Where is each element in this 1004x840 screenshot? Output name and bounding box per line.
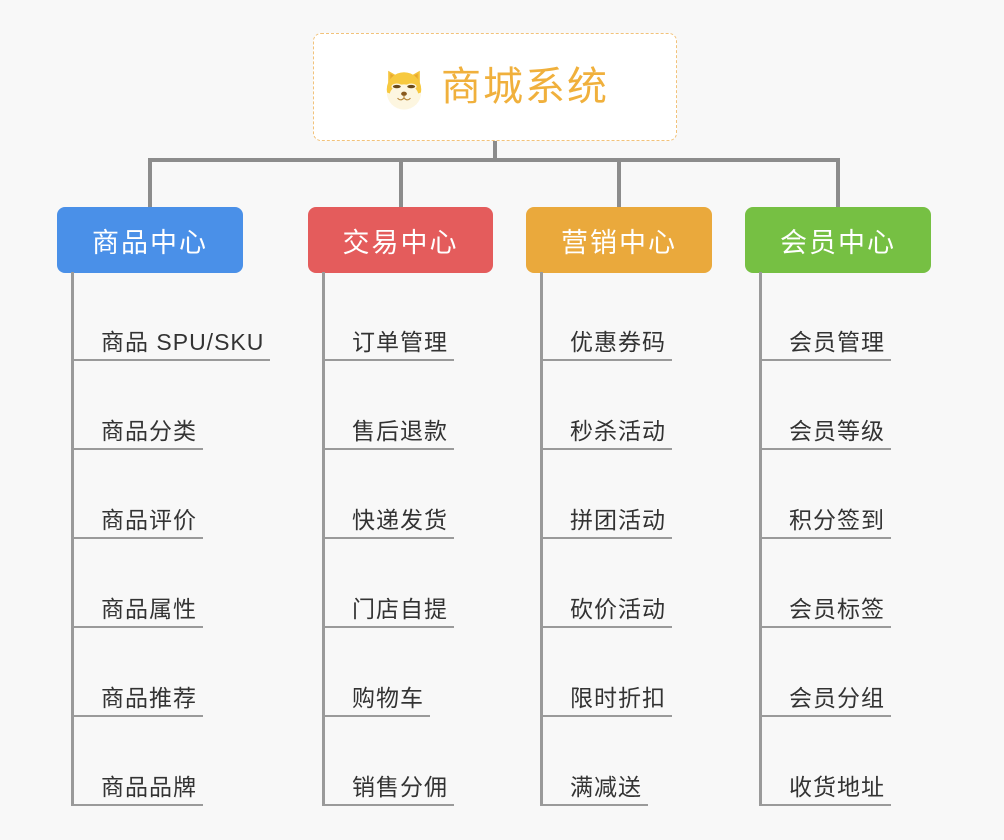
leaf-underline: 会员分组 (759, 684, 891, 717)
leaf-label: 满减送 (570, 773, 642, 800)
leaf-label: 商品评价 (101, 506, 197, 533)
leaf-underline: 秒杀活动 (540, 417, 672, 450)
category-box-3[interactable]: 营销中心 (526, 207, 712, 273)
leaf-underline: 限时折扣 (540, 684, 672, 717)
leaf-item[interactable]: 积分签到 (759, 450, 891, 539)
category-box-4[interactable]: 会员中心 (745, 207, 931, 273)
root-node[interactable]: 商城系统 (313, 33, 677, 141)
column-spine (322, 272, 325, 806)
leaf-item[interactable]: 售后退款 (322, 361, 454, 450)
leaf-underline: 砍价活动 (540, 595, 672, 628)
column-spine (71, 272, 74, 806)
leaf-item[interactable]: 商品推荐 (71, 628, 203, 717)
leaf-label: 商品 SPU/SKU (101, 328, 265, 355)
leaf-item[interactable]: 会员管理 (759, 272, 891, 361)
leaf-label: 会员管理 (789, 328, 885, 355)
leaf-item[interactable]: 满减送 (540, 717, 648, 806)
leaf-item[interactable]: 订单管理 (322, 272, 454, 361)
leaf-label: 会员标签 (789, 595, 885, 622)
leaf-item[interactable]: 会员等级 (759, 361, 891, 450)
leaf-underline: 收货地址 (759, 773, 891, 806)
horizontal-bus (150, 158, 838, 162)
category-label: 会员中心 (780, 227, 896, 258)
leaf-underline: 购物车 (322, 684, 430, 717)
leaf-label: 优惠券码 (570, 328, 666, 355)
leaf-label: 收货地址 (789, 773, 885, 800)
leaf-underline: 会员标签 (759, 595, 891, 628)
leaf-item[interactable]: 会员标签 (759, 539, 891, 628)
root-stem (493, 141, 497, 162)
leaf-item[interactable]: 商品属性 (71, 539, 203, 628)
leaf-item[interactable]: 商品分类 (71, 361, 203, 450)
leaf-underline: 会员等级 (759, 417, 891, 450)
root-title: 商城系统 (441, 65, 609, 109)
leaf-label: 拼团活动 (570, 506, 666, 533)
leaf-underline: 会员管理 (759, 328, 891, 361)
leaf-label: 订单管理 (352, 328, 448, 355)
leaf-item[interactable]: 购物车 (322, 628, 430, 717)
leaf-underline: 订单管理 (322, 328, 454, 361)
column-spine (540, 272, 543, 806)
branch-drop-4 (836, 158, 840, 207)
leaf-label: 砍价活动 (570, 595, 666, 622)
leaf-item[interactable]: 门店自提 (322, 539, 454, 628)
leaf-item[interactable]: 砍价活动 (540, 539, 672, 628)
leaf-underline: 商品属性 (71, 595, 203, 628)
category-box-1[interactable]: 商品中心 (57, 207, 243, 273)
leaf-item[interactable]: 限时折扣 (540, 628, 672, 717)
leaf-label: 限时折扣 (570, 684, 666, 711)
branch-drop-1 (148, 158, 152, 207)
leaf-label: 商品分类 (101, 417, 197, 444)
leaf-underline: 优惠券码 (540, 328, 672, 361)
leaf-underline: 商品 SPU/SKU (71, 328, 271, 361)
leaf-underline: 售后退款 (322, 417, 454, 450)
category-label: 交易中心 (342, 227, 459, 258)
leaf-underline: 商品评价 (71, 506, 203, 539)
leaf-underline: 快递发货 (322, 506, 454, 539)
leaf-underline: 商品推荐 (71, 684, 203, 717)
leaf-underline: 门店自提 (322, 595, 454, 628)
leaf-label: 门店自提 (352, 595, 448, 622)
category-label: 商品中心 (92, 227, 208, 258)
leaf-underline: 积分签到 (759, 506, 891, 539)
leaf-label: 秒杀活动 (570, 417, 666, 444)
leaf-label: 售后退款 (352, 417, 448, 444)
leaf-underline: 满减送 (540, 773, 648, 806)
category-label: 营销中心 (561, 227, 677, 258)
branch-drop-3 (617, 158, 621, 207)
leaf-label: 快递发货 (352, 506, 448, 533)
leaf-item[interactable]: 商品评价 (71, 450, 203, 539)
leaf-item[interactable]: 拼团活动 (540, 450, 672, 539)
leaf-label: 商品属性 (101, 595, 197, 622)
leaf-label: 积分签到 (789, 506, 885, 533)
leaf-item[interactable]: 销售分佣 (322, 717, 454, 806)
shiba-dog-emoji (386, 70, 422, 110)
leaf-label: 商品推荐 (101, 684, 197, 711)
leaf-label: 商品品牌 (101, 773, 197, 800)
leaf-item[interactable]: 商品 SPU/SKU (71, 272, 271, 361)
leaf-item[interactable]: 秒杀活动 (540, 361, 672, 450)
category-box-2[interactable]: 交易中心 (308, 207, 493, 273)
leaf-underline: 拼团活动 (540, 506, 672, 539)
leaf-underline: 商品品牌 (71, 773, 203, 806)
branch-drop-2 (399, 158, 403, 207)
leaf-underline: 商品分类 (71, 417, 203, 450)
leaf-item[interactable]: 会员分组 (759, 628, 891, 717)
leaf-label: 会员等级 (789, 417, 885, 444)
leaf-item[interactable]: 商品品牌 (71, 717, 203, 806)
leaf-item[interactable]: 快递发货 (322, 450, 454, 539)
leaf-item[interactable]: 收货地址 (759, 717, 891, 806)
leaf-underline: 销售分佣 (322, 773, 454, 806)
leaf-item[interactable]: 优惠券码 (540, 272, 672, 361)
leaf-label: 购物车 (352, 684, 424, 711)
leaf-label: 会员分组 (789, 684, 885, 711)
leaf-label: 销售分佣 (352, 773, 448, 800)
column-spine (759, 272, 762, 806)
